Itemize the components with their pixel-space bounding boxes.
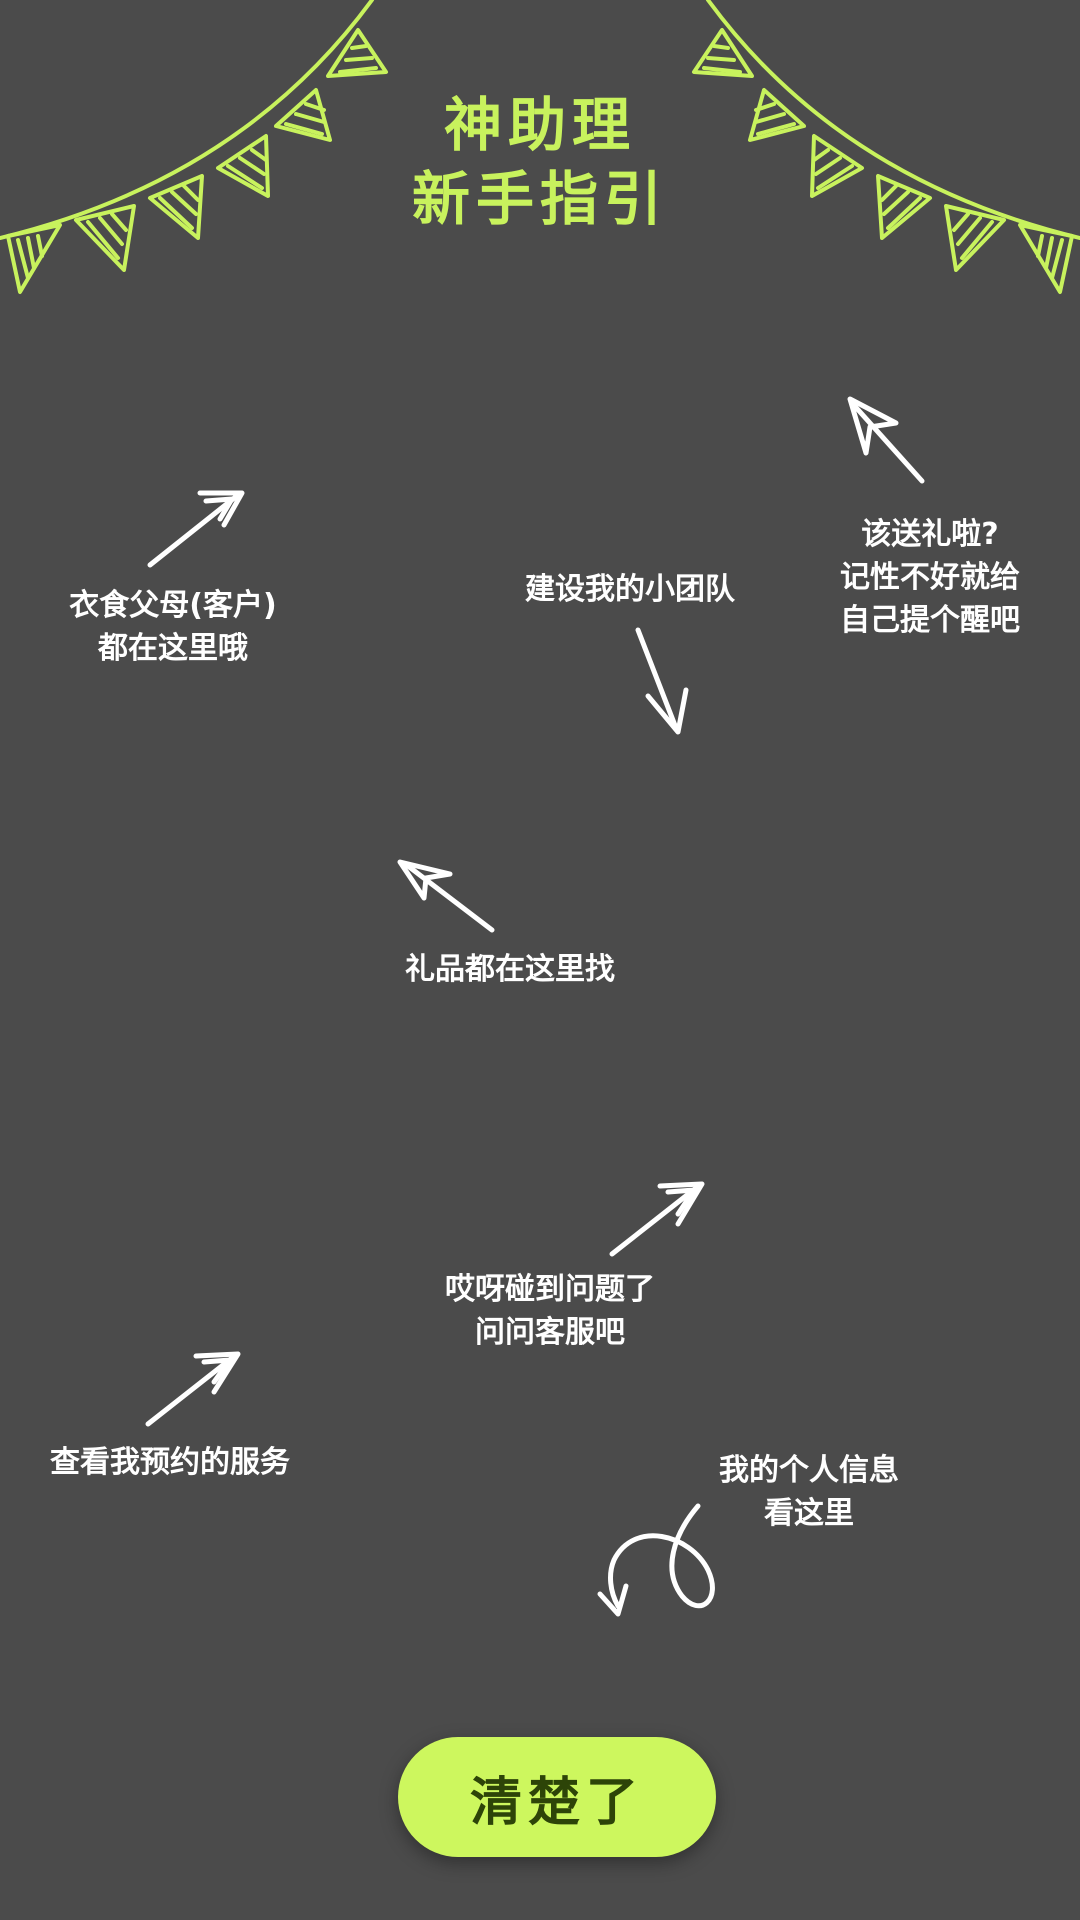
hint-reminder-line3: 自己提个醒吧 [840, 603, 1020, 638]
hint-customers-line1: 衣食父母(客户) [69, 588, 277, 623]
arrow-icon-customers [147, 490, 245, 568]
arrow-icon-team [635, 627, 689, 735]
hint-gifts-text: 礼品都在这里找 [405, 952, 615, 987]
hint-reservations-text: 查看我预约的服务 [50, 1445, 290, 1480]
hint-gifts: 礼品都在这里找 [380, 948, 640, 991]
hint-reminder-line2: 记性不好就给 [840, 560, 1020, 595]
hint-support-line2: 问问客服吧 [475, 1315, 625, 1350]
bunting-right-icon [692, 0, 1080, 294]
hint-support: 哎呀碰到问题了 问问客服吧 [430, 1268, 670, 1354]
hint-team-text: 建设我的小团队 [525, 572, 735, 607]
arrow-icon-gifts [397, 859, 495, 933]
hint-profile-line2: 看这里 [764, 1496, 854, 1531]
curly-arrow-icon-profile [597, 1503, 715, 1617]
arrow-icon-reservations [145, 1351, 241, 1427]
arrow-icon-support [609, 1181, 705, 1257]
hint-reminder: 该送礼啦? 记性不好就给 自己提个醒吧 [815, 513, 1045, 642]
hint-reminder-line1: 该送礼啦? [861, 517, 999, 552]
page-title: 神助理 [443, 91, 636, 159]
hint-team: 建设我的小团队 [500, 568, 760, 611]
page-subtitle: 新手指引 [411, 165, 668, 233]
hint-reservations: 查看我预约的服务 [20, 1441, 320, 1484]
arrow-icon-reminder [847, 396, 925, 484]
hint-profile-line1: 我的个人信息 [719, 1453, 899, 1488]
confirm-button[interactable]: 清楚了 [398, 1737, 716, 1857]
hint-customers-line2: 都在这里哦 [98, 631, 248, 666]
hint-profile: 我的个人信息 看这里 [700, 1449, 918, 1535]
bunting-left-icon [0, 0, 388, 294]
hint-customers: 衣食父母(客户) 都在这里哦 [58, 584, 288, 670]
hint-support-line1: 哎呀碰到问题了 [445, 1272, 655, 1307]
